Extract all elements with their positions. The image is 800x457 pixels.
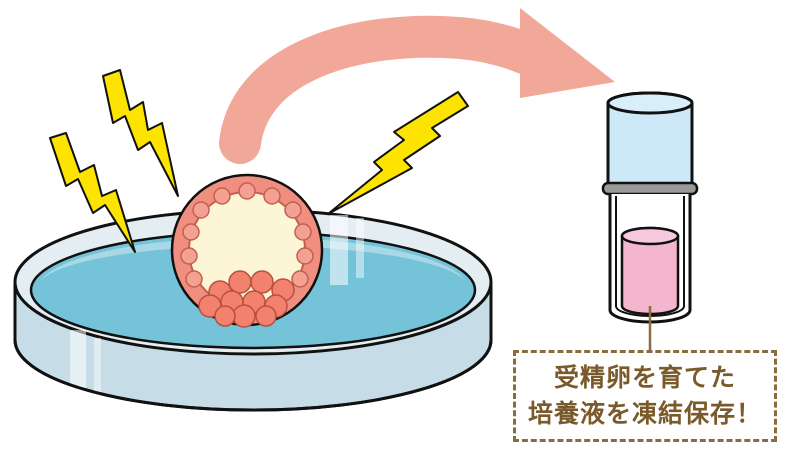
- caption-line-1: 受精卵を育てた: [553, 363, 736, 392]
- lightning-bolt-icon: [102, 69, 179, 197]
- curved-arrow-icon: [219, 8, 615, 164]
- lightning-bolt-icon: [327, 91, 469, 215]
- caption-box: 受精卵を育てた 培養液を凍結保存！: [513, 350, 777, 442]
- caption-line-2: 培養液を凍結保存！: [527, 399, 762, 428]
- embryo-icon: [170, 173, 324, 328]
- cryovial-icon: [601, 91, 699, 350]
- lightning-bolt-icon: [49, 132, 136, 253]
